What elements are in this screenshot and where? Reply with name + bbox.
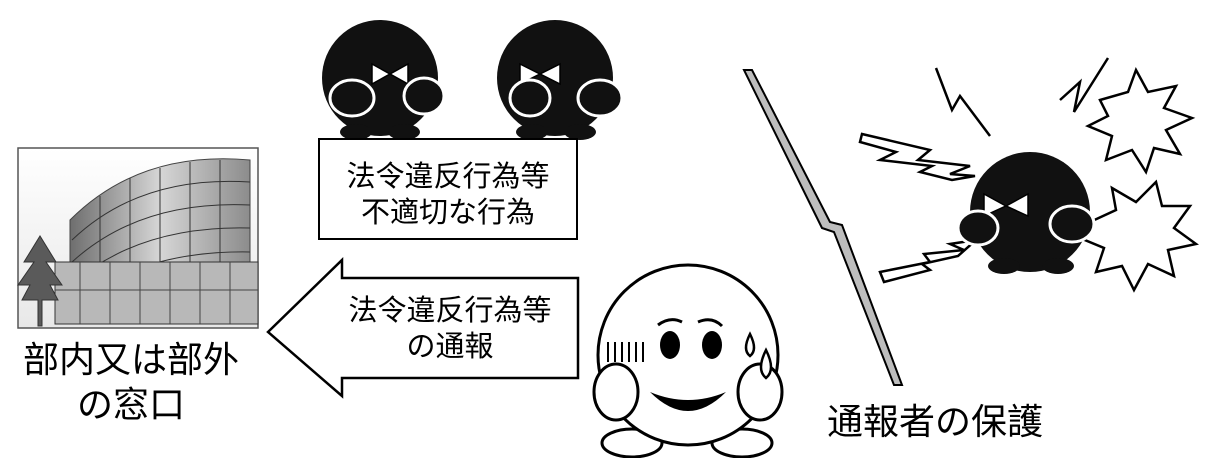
office-building-image: [17, 147, 259, 329]
sweat-drop-icon: [744, 331, 756, 358]
violation-box-text: 法令違反行為等 不適切な行為: [318, 158, 578, 231]
whistleblower-figure: [592, 263, 784, 458]
office-label: 部内又は部外 の窓口: [0, 338, 262, 428]
report-line-1: 法令違反行為等: [348, 293, 552, 327]
violator-figure-right: [497, 20, 624, 140]
violation-line-2: 不適切な行為: [360, 195, 535, 230]
violation-line-1: 法令違反行為等: [346, 159, 550, 193]
sweat-drop-icon: [759, 347, 773, 380]
office-label-line-2: の窓口: [76, 385, 185, 426]
protection-lightning-bar: [742, 69, 904, 386]
angry-figure: [956, 152, 1096, 274]
attack-lightning-lines: [858, 57, 1110, 284]
anger-burst-icon: [1078, 66, 1199, 293]
violation-box: [318, 138, 578, 240]
report-arrow: [266, 257, 580, 399]
report-line-2: の通報: [406, 329, 494, 364]
violator-figure-left: [322, 20, 446, 140]
office-label-line-1: 部内又は部外: [22, 340, 239, 381]
report-arrow-text: 法令違反行為等 の通報: [330, 292, 570, 365]
protection-label: 通報者の保護: [826, 402, 1043, 443]
